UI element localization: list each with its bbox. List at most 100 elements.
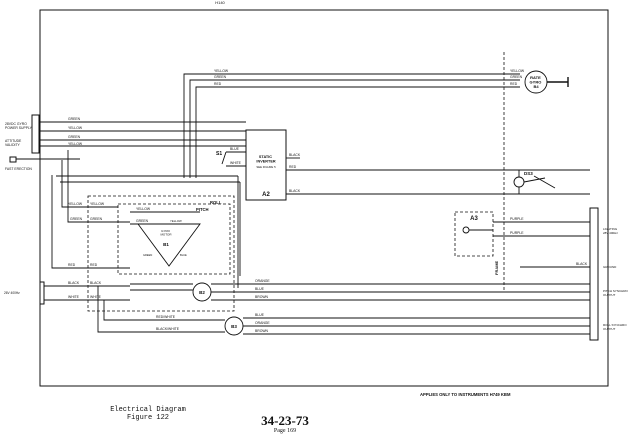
lighting-label-1: LIGHTING bbox=[603, 227, 618, 231]
top-wire-label-r2: GREEN bbox=[510, 75, 523, 79]
ds3-designator: DS3 bbox=[524, 171, 533, 176]
static-inverter-title: STATIC INVERTER bbox=[256, 155, 275, 164]
top-wire-label-r3: RED bbox=[510, 82, 518, 86]
a3-wire-label-2: PURPLE bbox=[510, 231, 524, 235]
pitch-box bbox=[117, 203, 231, 275]
b3-in-2 bbox=[97, 286, 225, 333]
gyro-assembly: ROLL PITCH GYRO MOTOR B1 YELLOW GREEN YE… bbox=[51, 150, 241, 312]
attitude-validity-label: ATTITUDE VALIDITY bbox=[5, 139, 22, 147]
switch-wire-bottom-label: WHITE bbox=[230, 161, 242, 165]
diagram-border bbox=[39, 9, 609, 387]
tri-wire-label-1: GREEN bbox=[143, 253, 152, 257]
gyro-supply-label-1: 28VDC GYRO bbox=[5, 122, 27, 126]
static-inverter: STATIC INVERTER SEE FIGURE 5 A2 BLACK RE… bbox=[245, 129, 590, 201]
gyro-supply-label-2: POWER SUPPLY bbox=[5, 126, 33, 130]
inner-wire-label-1: YELLOW bbox=[136, 207, 151, 211]
roll-output-label: ROLL SYNCHRO OUTPUT bbox=[603, 323, 627, 331]
right-connector: BLACK LIGHTING 28V 400Hz GROUND PITCH SY… bbox=[520, 207, 629, 341]
ground-label: GROUND bbox=[603, 265, 617, 269]
lighting-label-2: 28V 400Hz bbox=[603, 231, 618, 235]
ds3-arm bbox=[523, 177, 546, 183]
b3-in-1 bbox=[103, 300, 225, 321]
a3-lamp bbox=[462, 226, 470, 234]
synchro-b3: B3 BLUE ORANGE BROWN RED/WHITE BLACK/WHI… bbox=[97, 286, 590, 336]
left-power-wire-label-2: WHITE bbox=[68, 295, 80, 299]
b2-wire-label-1: ORANGE bbox=[255, 279, 270, 283]
inverter-out-label-3: BLACK bbox=[289, 189, 301, 193]
ds3-circle bbox=[513, 176, 525, 188]
left-power-wire-label-1: BLACK bbox=[68, 281, 80, 285]
static-inverter-box bbox=[245, 129, 287, 201]
left-wire-green bbox=[67, 150, 130, 223]
fast-erection-label: FAST ERECTION bbox=[5, 167, 32, 171]
rate-gyro-label: RATE GYRO B4 bbox=[530, 75, 543, 89]
left-power-wire-label-1b: BLACK bbox=[90, 281, 102, 285]
switch-blade bbox=[221, 151, 227, 165]
pitch-output-label-2: OUTPUT bbox=[603, 293, 616, 297]
wire-label-j1-4: YELLOW bbox=[68, 142, 83, 146]
b3-in-label-1: RED/WHITE bbox=[156, 315, 176, 319]
left-wire-label-green-2: GREEN bbox=[90, 217, 103, 221]
fast-erection-switch bbox=[9, 156, 17, 163]
top-cut-text: H140 bbox=[215, 0, 225, 5]
ds3-hatch bbox=[533, 175, 556, 189]
top-wire-1 bbox=[183, 73, 520, 178]
static-inverter-subtitle: SEE FIGURE 5 bbox=[256, 165, 276, 169]
inverter-out-label-1: BLACK bbox=[289, 153, 301, 157]
left-wire-label-red: RED bbox=[68, 263, 76, 267]
pitch-label: PITCH bbox=[196, 207, 209, 212]
b3-wire-label-1: BLUE bbox=[255, 313, 265, 317]
left-power-label: 26V 400Hz bbox=[4, 291, 20, 295]
tri-wire-label-2: BLUE bbox=[180, 253, 187, 257]
gyro-motor-designator: B1 bbox=[163, 242, 169, 247]
rate-gyro: RATE GYRO B4 bbox=[524, 70, 569, 94]
left-wire-label-green: GREEN bbox=[70, 217, 83, 221]
wire-label-j1-2: YELLOW bbox=[68, 126, 83, 130]
switch-wire-top-label: BLUE bbox=[230, 147, 240, 151]
figure-caption: Electrical Diagram Figure 122 bbox=[88, 406, 208, 422]
left-wire-label-yellow: YELLOW bbox=[68, 202, 83, 206]
page-number: Page 169 bbox=[273, 428, 297, 434]
left-wire-yellow bbox=[61, 160, 118, 208]
b3-designator: B3 bbox=[231, 324, 237, 329]
a3-designator: A3 bbox=[470, 216, 478, 222]
b3-wire-label-2: ORANGE bbox=[255, 321, 270, 325]
lighting-label: LIGHTING 28V 400Hz bbox=[603, 227, 618, 235]
top-wire-3 bbox=[195, 86, 520, 178]
roll-label: ROLL bbox=[210, 200, 222, 205]
inner-wire-label-2: GREEN bbox=[136, 219, 149, 223]
b2-wire-label-2: BLUE bbox=[255, 287, 265, 291]
rate-gyro-label-3: B4 bbox=[533, 84, 539, 89]
figure-caption-line1: Electrical Diagram bbox=[110, 406, 186, 414]
static-inverter-title-1: STATIC bbox=[259, 155, 272, 159]
footnote: APPLIES ONLY TO INSTRUMENTS H749 KBM bbox=[420, 392, 511, 397]
ground-wire-label: BLACK bbox=[576, 262, 588, 266]
left-wire-label-yellow-2: YELLOW bbox=[90, 202, 105, 206]
top-wire-bundle: YELLOW GREEN RED YELLOW GREEN RED bbox=[183, 69, 525, 178]
ds3-lamp: DS3 bbox=[513, 170, 556, 194]
static-inverter-title-2: INVERTER bbox=[256, 160, 275, 164]
wire-label-j1-1: GREEN bbox=[68, 117, 81, 121]
frame-label: FRAME bbox=[494, 260, 499, 275]
attitude-validity-label-1: ATTITUDE bbox=[5, 139, 22, 143]
inverter-out-label-2: RED bbox=[289, 165, 297, 169]
b3-in-label-2: BLACK/WHITE bbox=[156, 327, 180, 331]
gyro-motor-label-2: MOTOR bbox=[160, 233, 172, 237]
top-wire-label-3: RED bbox=[214, 82, 222, 86]
a3-box bbox=[454, 211, 494, 257]
roll-box bbox=[87, 195, 235, 312]
synchro-b2: B2 ORANGE BLUE BROWN bbox=[130, 279, 590, 302]
switch-designator: S1 bbox=[216, 151, 222, 157]
left-power-wire-label-2b: WHITE bbox=[90, 295, 102, 299]
a3-wire-label-1: PURPLE bbox=[510, 217, 524, 221]
b2-wire-label-3: BROWN bbox=[255, 295, 269, 299]
a3-module: A3 PURPLE PURPLE bbox=[454, 211, 590, 257]
roll-output-label-1: ROLL SYNCHRO bbox=[603, 323, 627, 327]
left-wire-red bbox=[51, 175, 130, 269]
static-inverter-designator: A2 bbox=[262, 192, 270, 198]
attitude-validity-label-2: VALIDITY bbox=[5, 143, 21, 147]
gyro-motor-label: GYRO MOTOR bbox=[160, 229, 172, 237]
left-connector-body bbox=[31, 114, 40, 154]
